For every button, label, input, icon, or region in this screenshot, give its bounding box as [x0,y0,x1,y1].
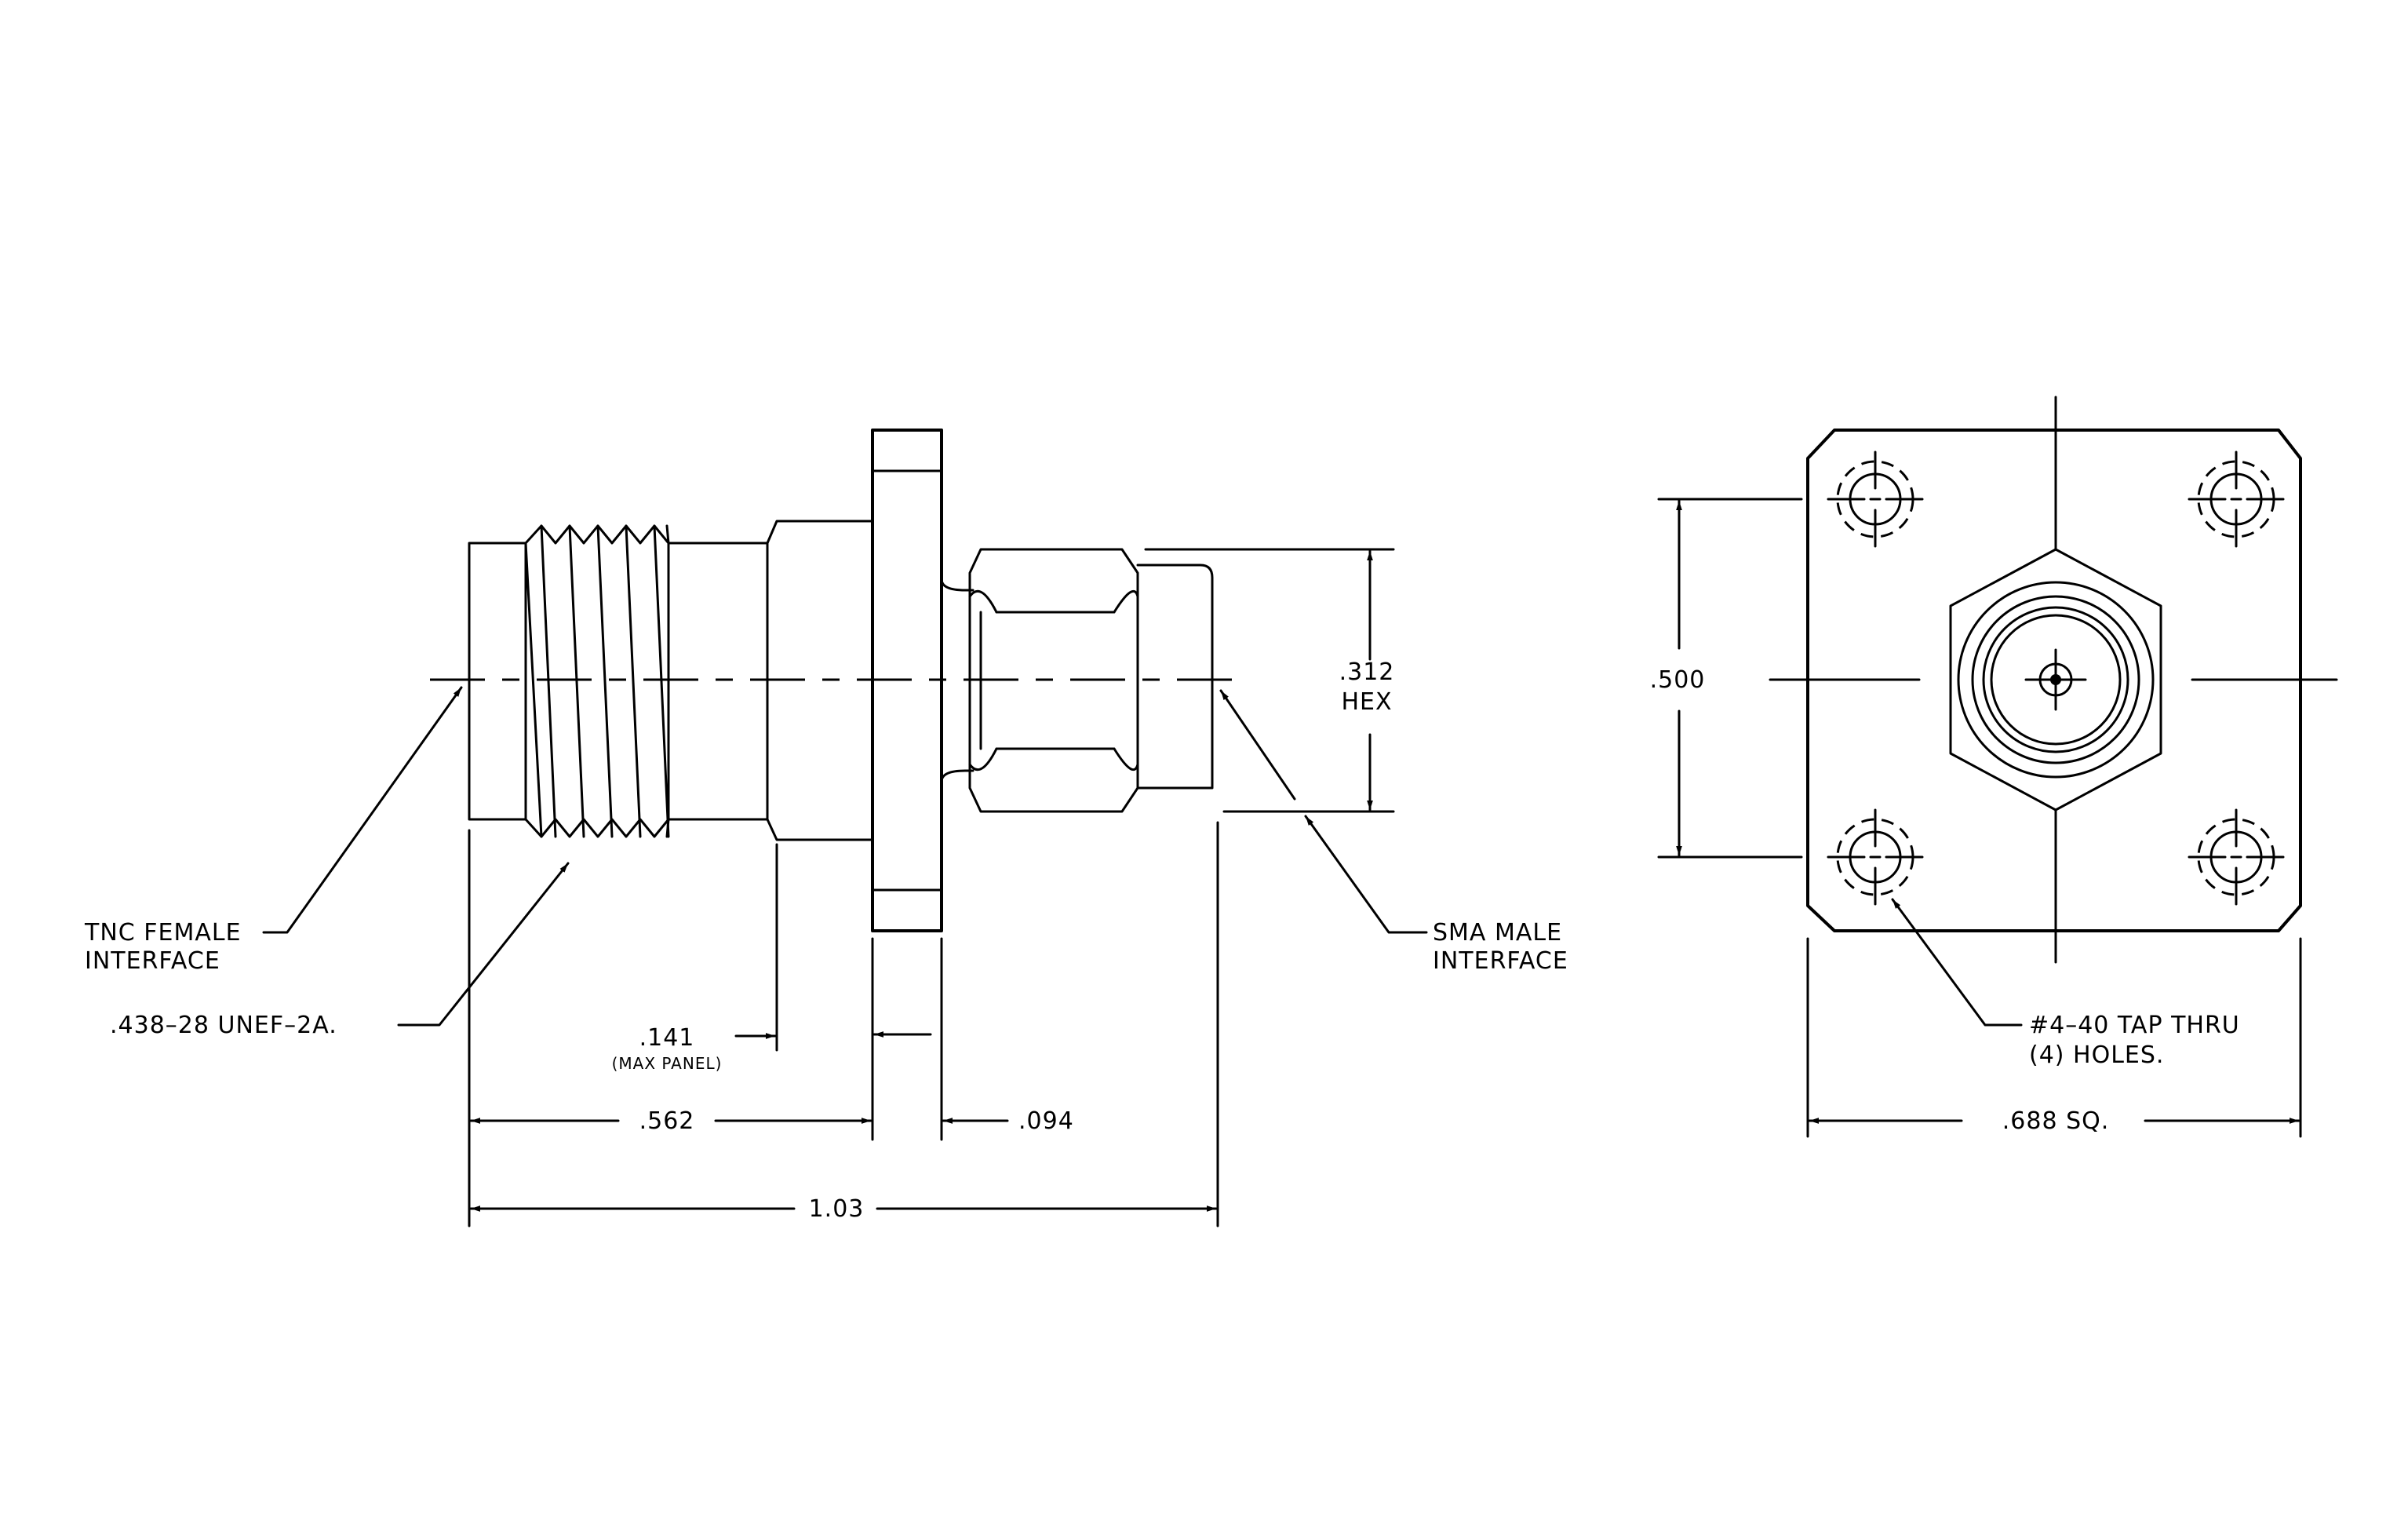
panel-note: (MAX PANEL) [612,1054,723,1073]
sma-label-line1: SMA MALE [1433,919,1562,947]
side-view: TNC FEMALE INTERFACE .438–28 UNEF–2A. SM… [84,429,1568,1227]
body-length-value: .562 [639,1107,695,1135]
mounting-hole-br [2188,808,2285,906]
tnc-label-line2: INTERFACE [85,947,220,975]
mounting-hole-tl [1827,450,1924,548]
flange-thickness-value: .094 [1018,1107,1074,1135]
end-view: .500 #4–40 TAP THRU (4) HOLES. .688 SQ. [1650,396,2338,1138]
tap-label-line2: (4) HOLES. [2029,1041,2164,1069]
tnc-label-line1: TNC FEMALE [84,919,242,947]
flange-square [1806,429,2302,932]
overall-length-value: 1.03 [809,1195,865,1223]
tnc-front-cylinder [468,542,527,821]
sma-barrel [1136,564,1214,790]
panel-value: .141 [639,1024,695,1052]
flange-square-value: .688 SQ. [2002,1107,2110,1135]
hole-spacing-value: .500 [1650,666,1706,694]
thread-section [524,524,670,838]
tap-label-line1: #4–40 TAP THRU [2029,1012,2240,1039]
tnc-rear-body [667,542,769,821]
hex-word: HEX [1341,688,1392,716]
thread-label: .438–28 UNEF–2A. [110,1012,337,1039]
sma-label-line2: INTERFACE [1433,947,1568,975]
mounting-hole-bl [1827,808,1924,906]
mounting-hole-tr [2188,450,2285,548]
hex-value: .312 [1339,658,1395,686]
